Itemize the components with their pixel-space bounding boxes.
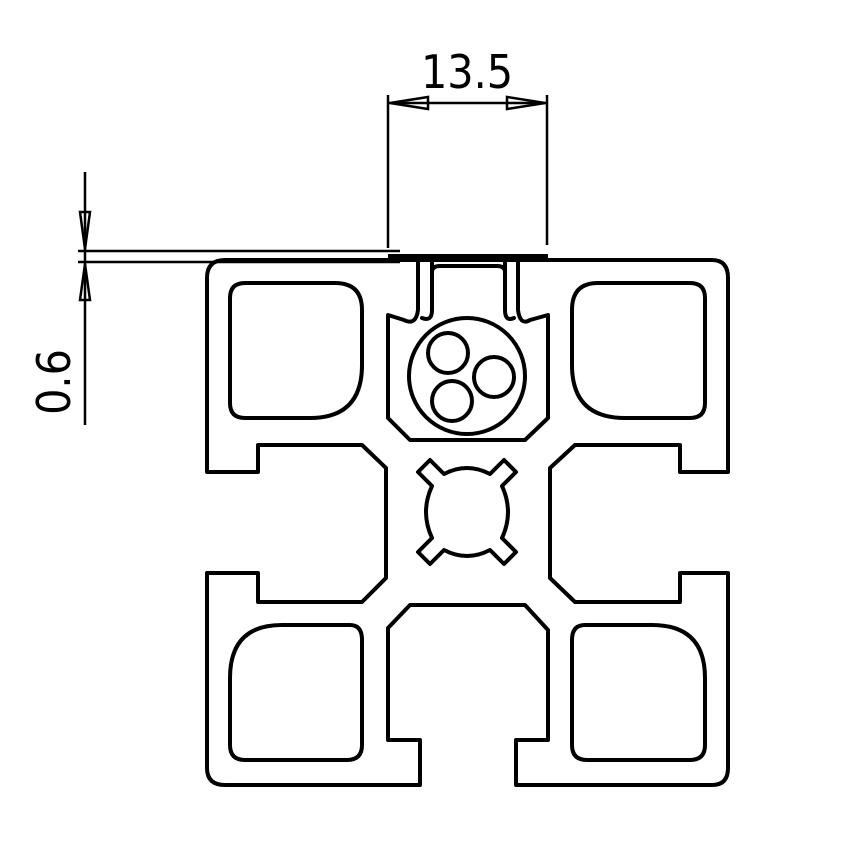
pin-hole xyxy=(426,331,470,375)
dimension-thickness-label: 0.6 xyxy=(27,349,81,415)
cavity-bottom-left xyxy=(228,623,364,762)
center-hole xyxy=(416,458,518,566)
pin-hole xyxy=(472,355,516,399)
arrow-icon xyxy=(389,95,430,111)
arrow-icon xyxy=(78,263,92,302)
pin-hole xyxy=(430,379,474,423)
dimension-width-label: 13.5 xyxy=(421,45,513,99)
arrow-icon xyxy=(78,210,92,250)
cover-strip-stem xyxy=(420,260,516,321)
cover-strip xyxy=(388,254,548,262)
top-slot-outline xyxy=(386,260,550,442)
cavity-top-right xyxy=(570,281,707,420)
profile-outline xyxy=(205,258,730,787)
arrow-icon xyxy=(505,95,546,111)
connector-circle xyxy=(407,316,527,436)
cavity-top-left xyxy=(228,281,364,420)
cavity-bottom-right xyxy=(570,623,707,762)
